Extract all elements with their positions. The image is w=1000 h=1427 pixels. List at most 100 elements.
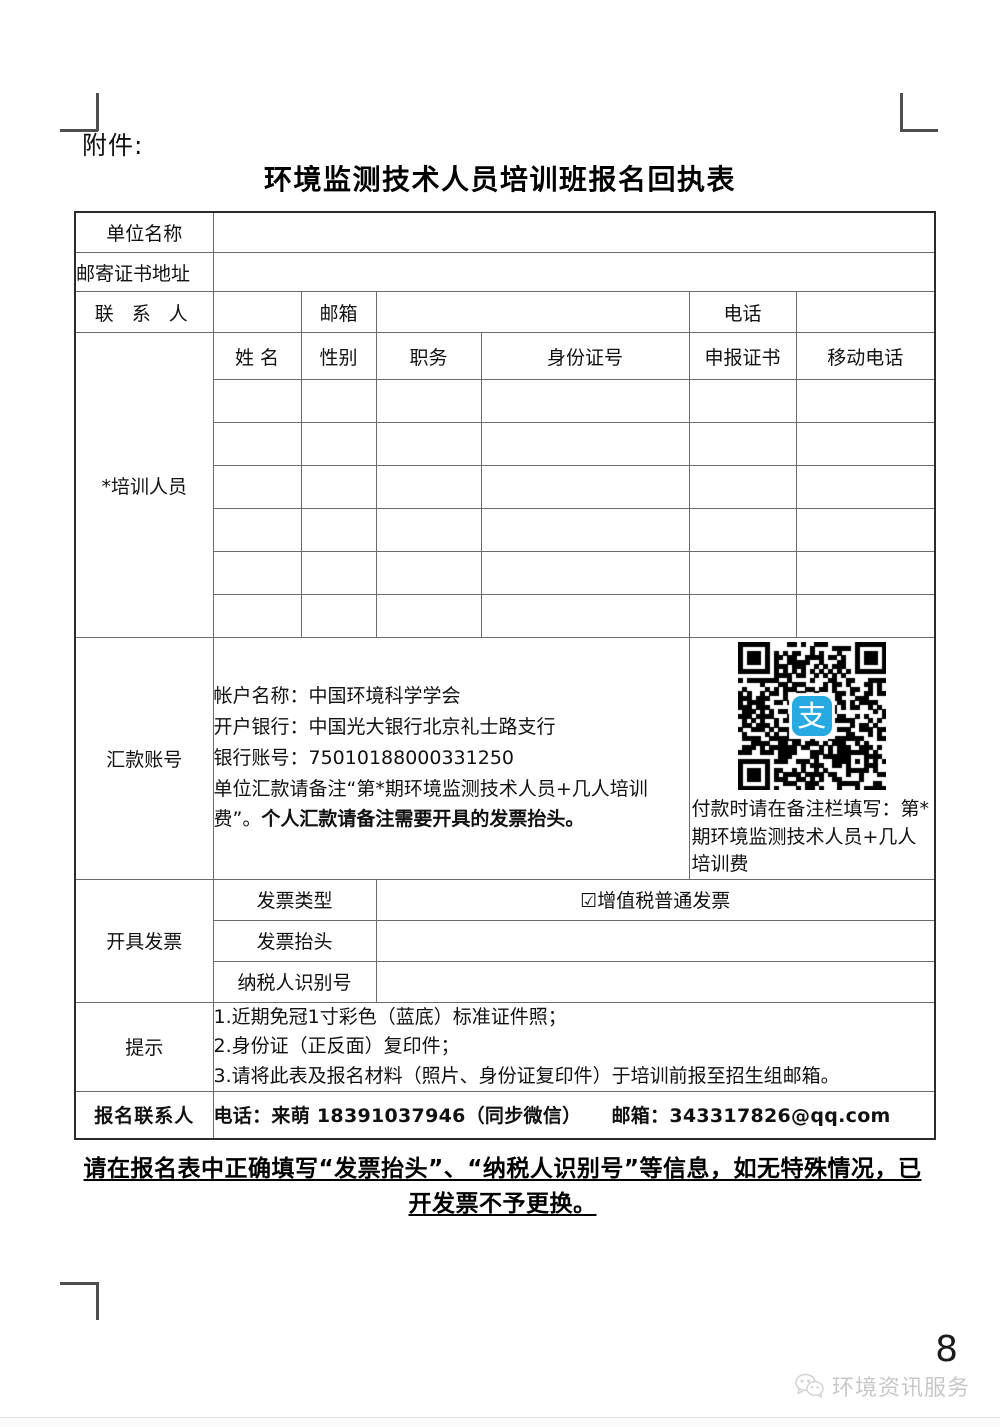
cell-id-number[interactable] (480, 465, 690, 509)
cell-position[interactable] (375, 465, 482, 509)
trainee-section-label: *培训人员 (74, 332, 214, 638)
cell-mobile[interactable] (795, 508, 936, 552)
contact-email-input[interactable] (375, 291, 690, 333)
cell-id-number[interactable] (480, 379, 690, 423)
cell-certificate[interactable] (688, 551, 797, 595)
watermark: 环境资讯服务 (795, 1370, 970, 1402)
row-mail-address: 邮寄证书地址 (74, 252, 936, 292)
row-remittance: 汇款账号 帐户名称：中国环境科学学会 开户银行：中国光大银行北京礼士路支行 银行… (74, 637, 936, 880)
warning-line-2: 开发票不予更换。 (408, 1190, 597, 1217)
mail-address-label: 邮寄证书地址 (74, 252, 214, 292)
cell-name[interactable] (212, 551, 302, 595)
row-invoice-title: 发票抬头 (75, 919, 936, 962)
cell-name[interactable] (212, 594, 302, 638)
contact-phone-input[interactable] (795, 291, 936, 333)
row-unit-name: 单位名称 (74, 211, 936, 253)
account-number-line: 银行账号：75010188000331250 (213, 746, 515, 769)
unit-name-label: 单位名称 (74, 211, 214, 253)
invoice-section-label: 开具发票 (74, 878, 214, 1003)
crop-mark-top-left (60, 93, 99, 132)
taxpayer-id-label: 纳税人识别号 (212, 960, 377, 1003)
cell-mobile[interactable] (795, 594, 936, 638)
cell-certificate[interactable] (688, 594, 797, 638)
cell-id-number[interactable] (480, 508, 690, 552)
invoice-type-label: 发票类型 (212, 878, 377, 921)
registration-phone: 电话：来萌 18391037946（同步微信） (213, 1105, 582, 1128)
row-trainee-header: *培训人员 姓 名 性别 职务 身份证号 申报证书 移动电话 (74, 332, 936, 638)
cell-position[interactable] (375, 594, 482, 638)
cell-gender[interactable] (300, 379, 377, 423)
crop-mark-bottom-left (60, 1282, 99, 1320)
row-taxpayer-id: 纳税人识别号 (75, 960, 936, 1003)
registration-form-table: 单位名称 邮寄证书地址 联 系 人 邮箱 电话 *培训人员 姓 名 (74, 211, 936, 1140)
taxpayer-id-input[interactable] (375, 960, 936, 1003)
cell-gender[interactable] (300, 594, 377, 638)
column-header-certificate: 申报证书 (688, 332, 797, 380)
cell-certificate[interactable] (688, 379, 797, 423)
cell-position[interactable] (375, 422, 482, 466)
row-contact: 联 系 人 邮箱 电话 (74, 291, 936, 333)
wechat-icon (795, 1373, 824, 1398)
cell-gender[interactable] (300, 508, 377, 552)
attachment-label: 附件: (82, 131, 144, 160)
qr-code[interactable]: 支 (737, 642, 886, 790)
registration-contact-details: 电话：来萌 18391037946（同步微信） 邮箱：343317826@qq.c… (212, 1090, 936, 1140)
registration-email: 邮箱：343317826@qq.com (611, 1105, 891, 1128)
list-item: 1.近期免冠1寸彩色（蓝底）标准证件照； (213, 1005, 567, 1028)
cell-id-number[interactable] (480, 551, 690, 595)
warning-line-1: 请在报名表中正确填写“发票抬头”、“纳税人识别号”等信息，如无特殊情况，已 (83, 1156, 922, 1182)
cell-position[interactable] (375, 551, 482, 595)
cell-name[interactable] (212, 508, 302, 552)
alipay-logo-icon: 支 (791, 696, 832, 736)
column-header-gender: 性别 (300, 332, 377, 380)
remittance-note-normal: 单位汇款请备注“第*期环境监测技术人员+几人培训费”。 (213, 777, 648, 831)
cell-mobile[interactable] (795, 422, 936, 466)
registration-contact-label: 报名联系人 (74, 1090, 214, 1140)
page-title: 环境监测技术人员培训班报名回执表 (263, 163, 736, 196)
unit-name-input[interactable] (212, 211, 936, 253)
cell-mobile[interactable] (795, 551, 936, 595)
cell-gender[interactable] (300, 422, 377, 466)
table-row (75, 508, 936, 552)
cell-mobile[interactable] (795, 465, 936, 509)
cell-gender[interactable] (300, 551, 377, 595)
cell-certificate[interactable] (688, 465, 797, 509)
table-row (75, 422, 936, 466)
row-registration-contact: 报名联系人 电话：来萌 18391037946（同步微信） 邮箱：34331782… (74, 1090, 936, 1140)
bank-name-line: 开户银行：中国光大银行北京礼士路支行 (213, 716, 556, 739)
cell-name[interactable] (212, 465, 302, 509)
qr-caption: 付款时请在备注栏填写：第*期环境监测技术人员+几人培训费 (691, 798, 930, 876)
phone-label: 电话 (688, 291, 797, 333)
cell-name[interactable] (212, 422, 302, 466)
cell-gender[interactable] (300, 465, 377, 509)
column-header-position: 职务 (375, 332, 482, 380)
list-item: 3.请将此表及报名材料（照片、身份证复印件）于培训前报至招生组邮箱。 (213, 1064, 840, 1087)
cell-position[interactable] (375, 508, 482, 552)
page-number: 8 (935, 1329, 958, 1370)
invoice-title-label: 发票抬头 (212, 919, 377, 962)
list-item: 2.身份证（正反面）复印件； (213, 1035, 460, 1058)
mail-address-input[interactable] (212, 252, 936, 292)
watermark-label: 环境资讯服务 (831, 1376, 970, 1401)
contact-person-input[interactable] (212, 291, 302, 333)
table-row (75, 465, 936, 509)
table-row (75, 551, 936, 595)
cell-id-number[interactable] (480, 594, 690, 638)
cell-certificate[interactable] (688, 422, 797, 466)
row-invoice-type: 开具发票 发票类型 ☑增值税普通发票 (74, 878, 936, 1003)
invoice-title-input[interactable] (375, 919, 936, 962)
cell-name[interactable] (212, 379, 302, 423)
tips-list: 1.近期免冠1寸彩色（蓝底）标准证件照； 2.身份证（正反面）复印件； 3.请将… (212, 1001, 936, 1092)
table-row (75, 594, 936, 638)
cell-id-number[interactable] (480, 422, 690, 466)
remittance-details: 帐户名称：中国环境科学学会 开户银行：中国光大银行北京礼士路支行 银行账号：75… (212, 637, 690, 880)
invoice-type-value[interactable]: ☑增值税普通发票 (375, 878, 936, 921)
cell-certificate[interactable] (688, 508, 797, 552)
cell-position[interactable] (375, 379, 482, 423)
crop-mark-top-right (900, 93, 938, 132)
column-header-name: 姓 名 (212, 332, 302, 380)
footer-strip (0, 1418, 1000, 1427)
cell-mobile[interactable] (795, 379, 936, 423)
warning-notice: 请在报名表中正确填写“发票抬头”、“纳税人识别号”等信息，如无特殊情况，已 开发… (80, 1152, 925, 1221)
